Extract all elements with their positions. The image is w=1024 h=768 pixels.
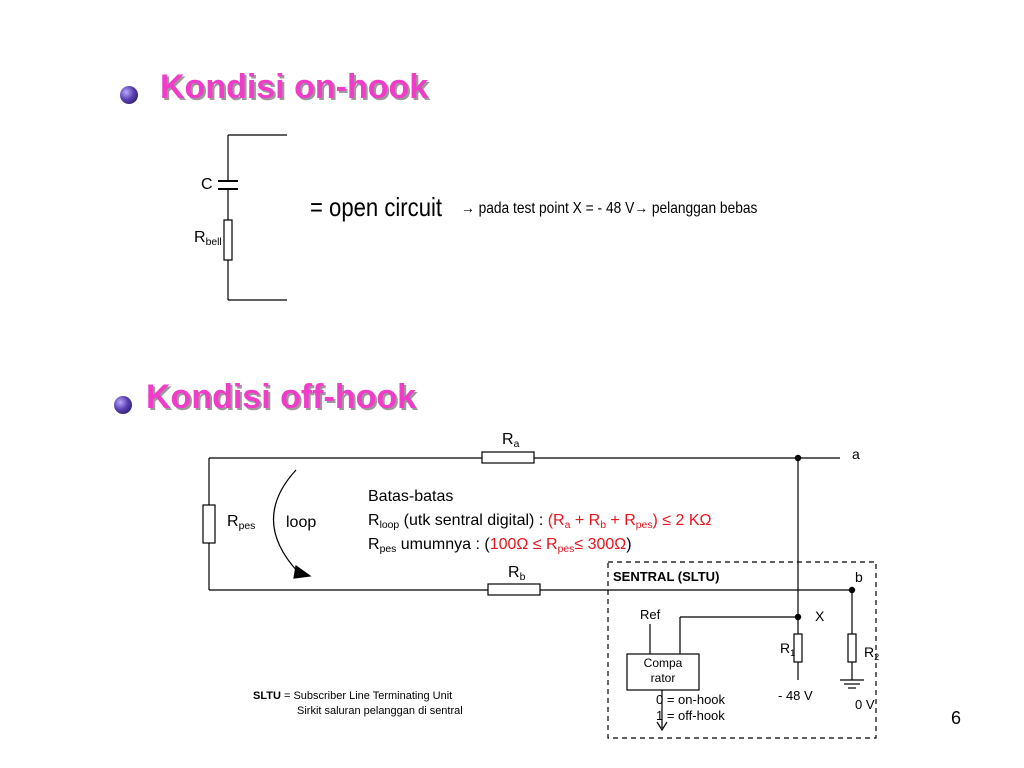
sltu-footnote: SLTU = Subscriber Line Terminating Unit … xyxy=(253,690,463,717)
arrow-icon: → xyxy=(634,200,649,217)
node-a-dot xyxy=(794,454,802,462)
bullet-icon xyxy=(114,396,132,414)
minus-48v-label: - 48 V xyxy=(778,688,813,703)
page-number: 6 xyxy=(951,708,962,728)
heading-on-hook: Kondisi on-hook xyxy=(160,68,429,106)
r2-label: R2 xyxy=(864,644,880,662)
output-arrowhead xyxy=(656,721,668,732)
r2-resistor xyxy=(847,633,857,663)
node-x-dot xyxy=(794,613,802,621)
sentral-label: SENTRAL (SLTU) xyxy=(613,569,720,584)
rpes-umumnya-line: Rpes umumnya : (100Ω ≤ Rpes≤ 300Ω) xyxy=(368,536,632,555)
on-hook-circuit xyxy=(218,134,287,301)
node-b-label: b xyxy=(855,569,863,585)
loop-arrow-arc xyxy=(272,469,299,573)
sentral-boundary xyxy=(607,561,877,739)
capacitor-label: C xyxy=(201,176,213,193)
rpes-label: Rpes xyxy=(227,513,256,532)
off-hook-circuit xyxy=(202,451,877,739)
node-b-dot xyxy=(848,586,856,594)
rbell-resistor xyxy=(223,219,233,261)
rpes-resistor xyxy=(202,504,216,544)
heading-off-hook: Kondisi off-hook xyxy=(146,378,417,416)
loop-arrowhead xyxy=(293,564,312,579)
rb-label: Rb xyxy=(508,564,526,583)
rb-resistor xyxy=(487,583,541,596)
state-off-hook: 1 = off-hook xyxy=(656,708,725,723)
state-on-hook: 0 = on-hook xyxy=(656,692,726,707)
test-point-note: → pada test point X = - 48 V→ pelanggan … xyxy=(461,200,758,217)
arrow-icon: → xyxy=(461,200,475,217)
zero-v-label: 0 V xyxy=(855,697,875,712)
bullet-icon xyxy=(120,86,138,104)
batas-title: Batas-batas xyxy=(368,488,454,505)
node-a-label: a xyxy=(852,446,860,462)
ra-label: Ra xyxy=(502,431,520,450)
rbell-label: Rbell xyxy=(194,229,222,248)
r1-resistor xyxy=(793,633,803,663)
r1-label: R1 xyxy=(780,640,796,658)
open-circuit-text: = open circuit xyxy=(310,192,443,222)
node-x-label: X xyxy=(815,608,825,624)
loop-label: loop xyxy=(286,514,317,531)
rloop-line: Rloop (utk sentral digital) : (Ra + Rb +… xyxy=(368,512,712,531)
comparator-box xyxy=(626,653,700,691)
ref-label: Ref xyxy=(640,607,661,622)
ra-resistor xyxy=(481,451,535,464)
